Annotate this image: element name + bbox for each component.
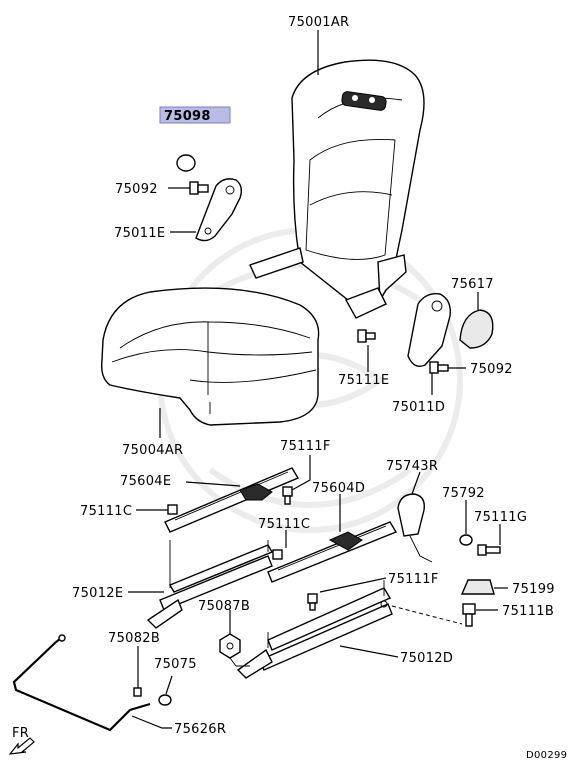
bolt-b <box>462 603 476 627</box>
front-label: FR <box>12 726 29 741</box>
label-washer: 75792 <box>442 486 485 501</box>
label-rod: 75626R <box>174 722 226 737</box>
slide-left <box>146 540 274 629</box>
bolt-f2 <box>307 593 318 611</box>
bolt-g <box>477 544 501 556</box>
label-cap: 75098 <box>164 109 211 124</box>
alignment-dashes <box>391 605 463 625</box>
label-clip: 75082B <box>108 631 160 646</box>
front-arrow-icon <box>8 737 35 755</box>
highlight-box <box>159 106 231 124</box>
seat-back <box>249 59 425 319</box>
leader-bolt-f <box>291 455 311 491</box>
bolt-c-mid <box>272 549 283 560</box>
lever-e <box>239 483 273 501</box>
diagram-code: D00299 <box>526 750 567 761</box>
label-bolt-f2: 75111F <box>388 572 439 587</box>
seat-cushion <box>100 287 320 426</box>
lever-d <box>328 531 363 551</box>
label-bolt-f: 75111F <box>280 439 331 454</box>
label-bolt-upper-left: 75092 <box>115 182 158 197</box>
bolt-right <box>429 361 449 374</box>
bolt-f <box>282 486 293 505</box>
rail-upper-left <box>164 467 300 533</box>
knob-part <box>459 309 494 349</box>
label-bolt-mid-right: 75111E <box>338 373 389 388</box>
label-bolt-c-mid: 75111C <box>258 517 310 532</box>
label-nut: 75087B <box>198 599 250 614</box>
leader-rail-e <box>185 481 241 487</box>
leader-slide-d <box>339 645 399 658</box>
bolt-c-left <box>167 504 178 515</box>
label-buckle: 75743R <box>386 459 438 474</box>
label-washer-small: 75075 <box>154 657 197 672</box>
rod-part <box>12 641 151 732</box>
bolt-upper-left <box>189 181 209 195</box>
label-knob: 75617 <box>451 277 494 292</box>
clip-part <box>133 687 142 697</box>
bolt-mid-right <box>357 329 376 343</box>
label-slide-d: 75012D <box>400 651 453 666</box>
cap-part <box>176 154 196 172</box>
nut-part <box>219 633 241 659</box>
label-bolt-b: 75111B <box>502 604 554 619</box>
leader-bolt-f2 <box>319 577 387 593</box>
label-cushion: 75004AR <box>122 443 183 458</box>
leader-rod <box>131 715 172 729</box>
label-bolt-c-left: 75111C <box>80 504 132 519</box>
label-bolt-right: 75092 <box>470 362 513 377</box>
label-rail-e: 75604E <box>120 474 171 489</box>
cover-part <box>460 579 495 595</box>
bracket-right <box>407 293 451 368</box>
label-seat-back: 75001AR <box>288 15 349 30</box>
washer-small-part <box>158 694 172 706</box>
label-cover: 75199 <box>512 582 555 597</box>
leader-washer-small <box>165 675 173 695</box>
label-bolt-g: 75111G <box>474 510 527 525</box>
label-bracket-right: 75011D <box>392 400 445 415</box>
label-slide-e: 75012E <box>72 586 123 601</box>
label-rail-d: 75604D <box>312 481 365 496</box>
leader-buckle <box>411 471 421 495</box>
washer-part <box>459 534 473 546</box>
label-bracket-left: 75011E <box>114 226 165 241</box>
slide-right <box>236 580 393 679</box>
buckle-part <box>397 493 425 537</box>
